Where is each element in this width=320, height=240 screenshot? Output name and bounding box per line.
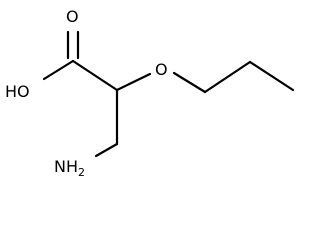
carboxyl-alpha-bond: [71, 59, 119, 92]
amine-subscript-text: 2: [78, 166, 85, 179]
structural-formula: O HO O NH2: [5, 7, 295, 179]
amine-label: NH2: [54, 157, 85, 179]
alpha-ether-oxygen-bond: [115, 72, 152, 92]
bond-group: [42, 30, 295, 158]
propyl-bond-2: [203, 60, 252, 94]
hydroxyl-label: HO: [5, 82, 30, 101]
carbonyl-oxygen-label: O: [66, 7, 79, 26]
ether-oxygen-label: O: [155, 60, 168, 79]
ether-oxygen-propyl-bond: [172, 71, 207, 94]
amine-nh-text: NH: [54, 157, 78, 176]
methylene-amine-bond: [94, 142, 119, 158]
carboxyl-oh-bond: [42, 59, 75, 81]
propyl-bond-3: [248, 60, 295, 92]
